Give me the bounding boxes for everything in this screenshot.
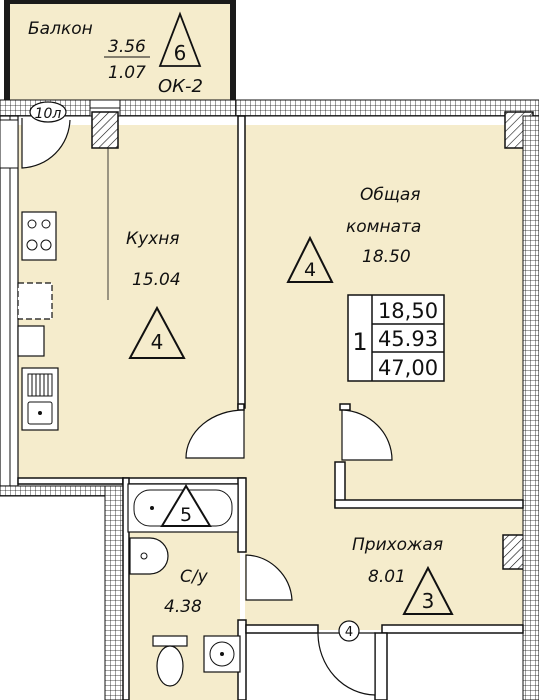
wall-entry-frame (374, 632, 388, 700)
wall-living-bottom-l (237, 403, 245, 411)
balcony-wall-right (230, 0, 236, 102)
bath-name: С/у (180, 567, 209, 587)
svg-text:3: 3 (422, 589, 435, 613)
hall-area: 8.01 (368, 567, 406, 587)
svg-text:4: 4 (304, 259, 316, 281)
wall-bath-left (122, 477, 130, 700)
balcony-tag-triangle: 6 (158, 11, 202, 67)
column-kitchen (91, 111, 119, 149)
bath-tag-triangle: 5 (160, 484, 212, 527)
wall-entry-left (245, 624, 319, 634)
balcony-name: Балкон (28, 19, 93, 39)
shower-drain-icon (203, 635, 241, 673)
kitchen-tag-triangle: 4 (128, 305, 186, 359)
kitchen-area: 15.04 (132, 270, 181, 290)
washbasin-icon (129, 537, 169, 575)
svg-text:5: 5 (180, 504, 192, 526)
sink-icon (21, 367, 59, 431)
wall-living-bottom-r (339, 403, 351, 411)
kitchen-name: Кухня (126, 229, 180, 249)
living-area: 18.50 (362, 247, 411, 267)
balcony-wall-top (8, 0, 233, 4)
stove-icon (21, 211, 57, 261)
living-name-2: комната (346, 217, 421, 237)
living-name-1: Общая (360, 185, 421, 205)
hall-floor-b (245, 480, 523, 630)
summary-living-area: 18,50 (378, 299, 438, 323)
summary-rooms-count: 1 (352, 328, 367, 356)
exterior-wall-top-right (235, 99, 539, 117)
entry-marker: 4 (338, 620, 360, 642)
balcony-wall-left (4, 0, 10, 102)
balcony-floor (8, 2, 233, 100)
wall-bath-top (122, 477, 246, 485)
door-living-r[interactable] (341, 409, 393, 461)
bath-area: 4.38 (164, 597, 202, 617)
exterior-wall-right (522, 115, 539, 700)
hall-tag-triangle: 3 (402, 565, 454, 615)
summary-total-with-balcony: 47,00 (378, 356, 438, 380)
door-balcony[interactable] (21, 118, 71, 169)
hall-floor-a (120, 405, 523, 485)
counter-icon (17, 325, 45, 357)
svg-text:6: 6 (174, 41, 187, 65)
stair-wall-vert (104, 485, 126, 700)
svg-text:4: 4 (345, 625, 353, 640)
wall-bath-right (237, 477, 247, 553)
balcony-area: 3.56 (108, 37, 146, 57)
wall-closet-bottom (334, 499, 524, 509)
balcony-area2: 1.07 (108, 63, 146, 83)
hall-name: Прихожая (352, 535, 443, 555)
fridge-icon (17, 282, 53, 320)
ventilation-marker: 10л (29, 101, 67, 123)
balcony-code: ОК-2 (158, 76, 203, 97)
area-summary-box: 1 18,50 45.93 47,00 (347, 294, 445, 382)
living-tag-triangle: 4 (286, 235, 334, 283)
toilet-icon (152, 635, 188, 687)
svg-text:10л: 10л (35, 106, 62, 122)
door-bath[interactable] (245, 554, 293, 601)
exterior-wall-left (0, 115, 19, 487)
window-left (0, 119, 19, 169)
summary-total-area: 45.93 (378, 327, 438, 351)
door-living[interactable] (185, 409, 245, 459)
wall-entry-right (381, 624, 524, 634)
svg-text:4: 4 (151, 330, 164, 354)
wall-kitchen-bottom (17, 477, 124, 485)
door-entry[interactable] (317, 632, 376, 696)
wall-kitchen-living (237, 115, 246, 409)
